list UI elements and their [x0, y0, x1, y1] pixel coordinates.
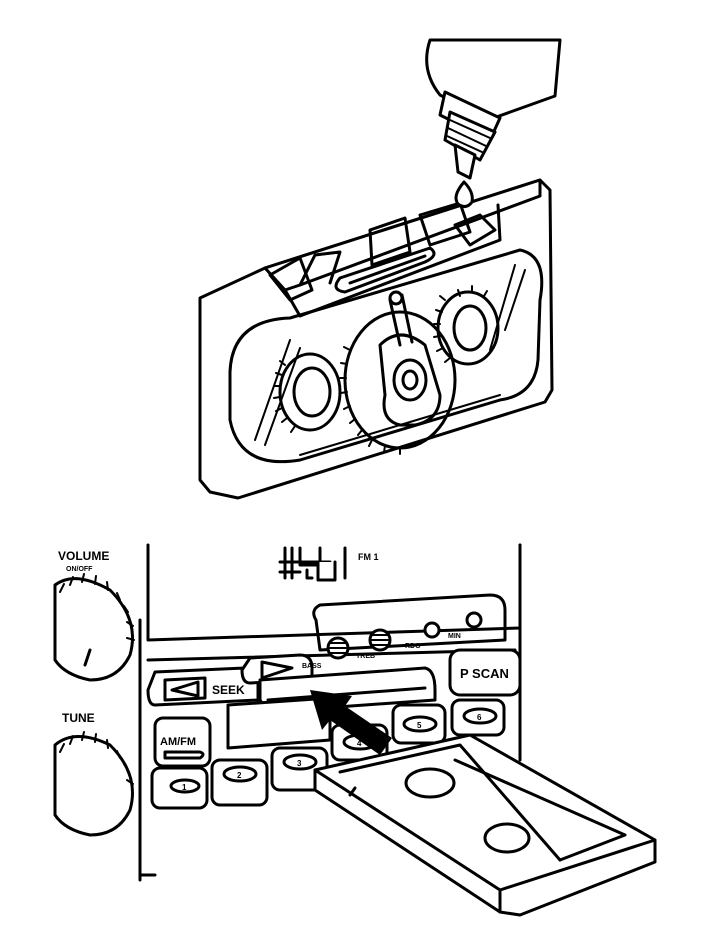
- min-button[interactable]: [465, 611, 483, 629]
- svg-text:2: 2: [237, 771, 242, 780]
- treble-knob[interactable]: [368, 628, 392, 652]
- insert-arrow-icon: [310, 690, 392, 755]
- treble-label: TREB: [356, 653, 375, 660]
- min-label: MIN: [448, 633, 461, 640]
- volume-knob[interactable]: [53, 573, 135, 682]
- svg-text:5: 5: [417, 721, 422, 730]
- rdg-button[interactable]: [423, 621, 441, 639]
- display-band-text: FM 1: [358, 552, 379, 562]
- preset-button-6[interactable]: 6: [450, 698, 506, 737]
- svg-text:1: 1: [182, 783, 187, 792]
- seek-label: SEEK: [212, 683, 245, 697]
- rdg-label: RDG: [405, 643, 421, 650]
- cassette-icon: [198, 178, 554, 500]
- pscan-label: P SCAN: [460, 666, 509, 681]
- tune-label: TUNE: [62, 711, 95, 725]
- preset-button-1[interactable]: 1: [150, 766, 209, 810]
- amfm-button[interactable]: [153, 716, 212, 768]
- bass-label: BASS: [302, 663, 322, 670]
- display-digits: [278, 546, 347, 582]
- volume-label: VOLUME: [58, 549, 109, 563]
- tune-knob[interactable]: [53, 731, 134, 837]
- bass-knob[interactable]: [326, 636, 350, 660]
- cleaning-cassette-icon: [313, 733, 657, 917]
- preset-button-2[interactable]: 2: [210, 758, 269, 807]
- volume-sub-label: ON/OFF: [66, 566, 93, 573]
- svg-text:3: 3: [297, 759, 302, 768]
- oil-dropper-icon: [425, 38, 562, 209]
- radio-unit: FM 1 SEEK BASS TREB RDG MIN: [138, 543, 522, 882]
- svg-text:6: 6: [477, 713, 482, 722]
- amfm-label: AM/FM: [160, 736, 196, 748]
- preset-button-5[interactable]: 5: [391, 703, 447, 745]
- svg-text:4: 4: [357, 739, 362, 748]
